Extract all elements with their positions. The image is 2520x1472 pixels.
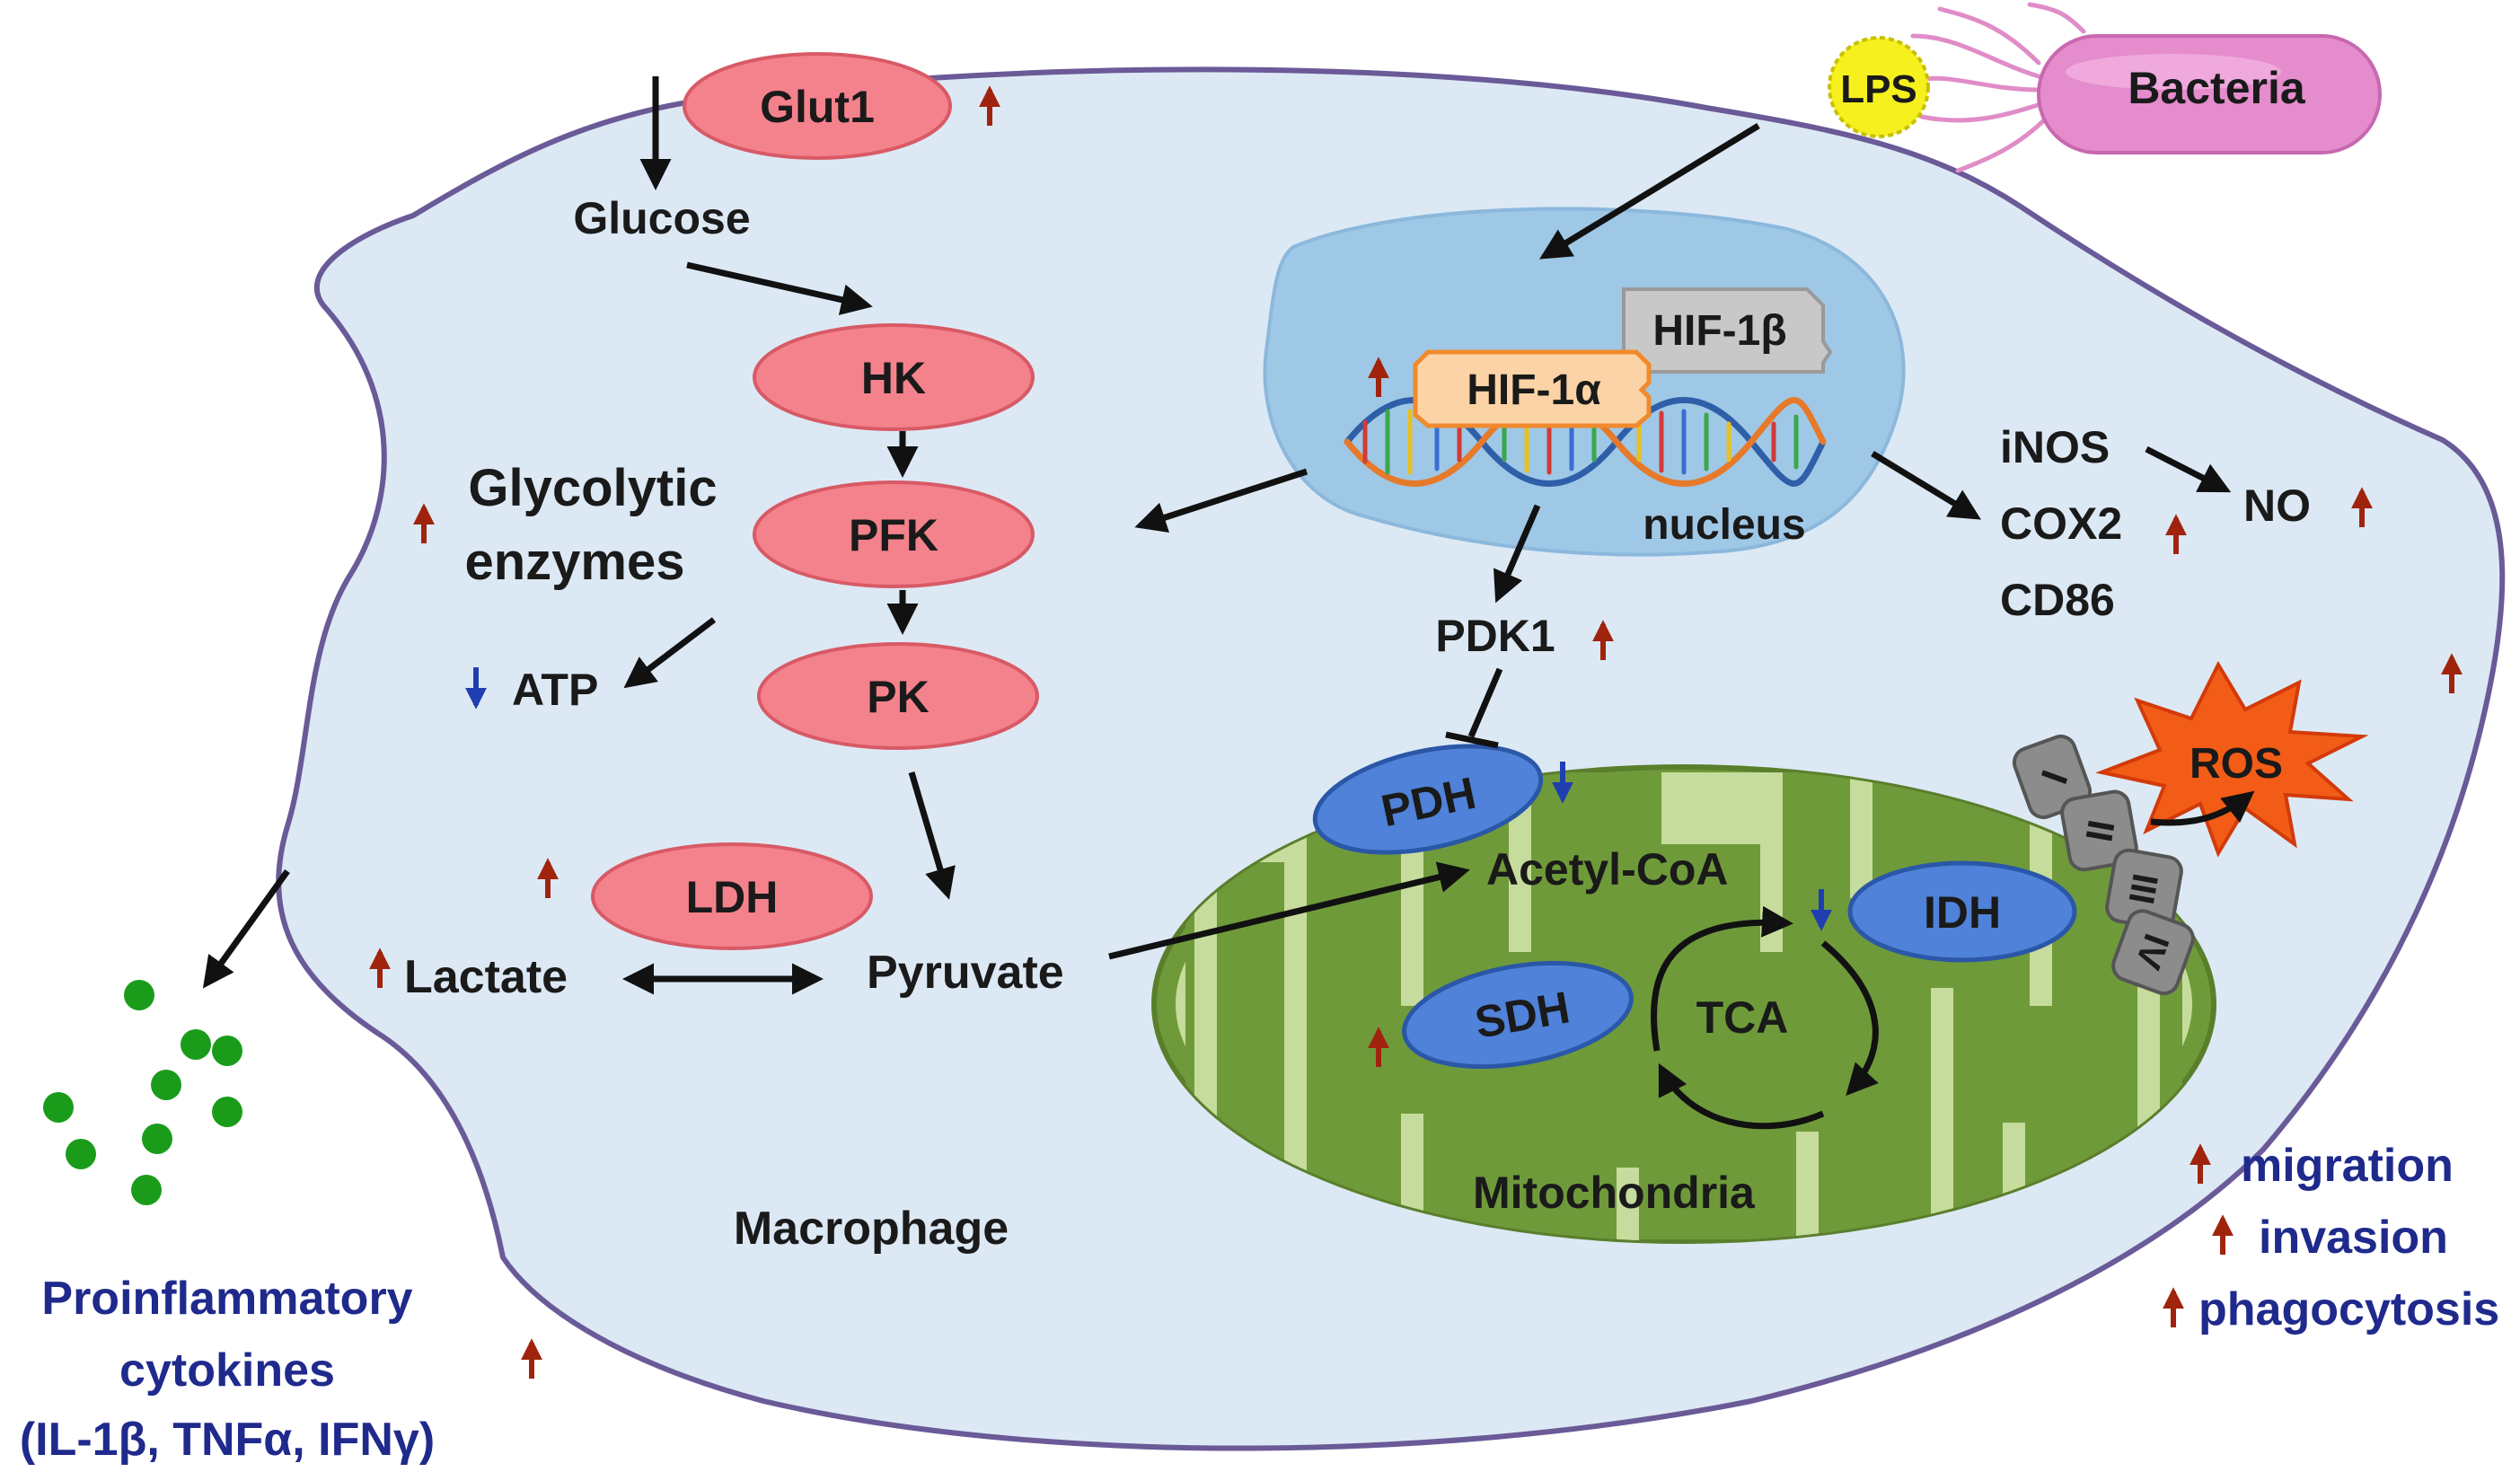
mitochondria-label: Mitochondria <box>1473 1168 1756 1218</box>
hk-node <box>753 323 1035 431</box>
lactate-label: Lactate <box>404 951 568 1003</box>
pathway-arrows <box>202 76 2255 995</box>
glycolytic-label-line2: enzymes <box>464 533 684 591</box>
pk-node <box>757 642 1039 750</box>
migration-label: migration <box>2241 1140 2454 1192</box>
cytokines-label-line3: (IL-1β, TNFα, IFNγ) <box>20 1414 435 1466</box>
ldh-node <box>591 842 873 950</box>
pk-label: PK <box>867 672 929 722</box>
hif1b-box <box>1622 287 1833 374</box>
nucleus-label: nucleus <box>1643 501 1805 549</box>
cytokines-label-line2: cytokines <box>119 1344 335 1397</box>
ldh-label: LDH <box>686 872 779 922</box>
hif1b-label: HIF-1β <box>1652 307 1786 355</box>
sdh-node <box>1402 960 1634 1070</box>
pyruvate-label: Pyruvate <box>867 947 1064 999</box>
hif1a-label: HIF-1α <box>1467 366 1601 414</box>
tca-label: TCA <box>1696 992 1789 1043</box>
no-label: NO <box>2243 480 2311 531</box>
lps-label: LPS <box>1840 67 1917 111</box>
glut1-node <box>683 52 952 160</box>
complex-3-label: III <box>2120 870 2164 906</box>
glucose-label: Glucose <box>573 193 750 243</box>
lps-node <box>1828 36 1930 138</box>
pfk-node <box>753 480 1035 588</box>
glycolytic-label-line1: Glycolytic <box>468 459 717 517</box>
electron-transport-chain: I II III IV <box>2012 734 2195 996</box>
cox2-label: COX2 <box>2000 498 2122 549</box>
hk-label: HK <box>861 353 926 403</box>
atp-label: ATP <box>512 665 598 715</box>
down-arrow-icons <box>465 667 1832 931</box>
acetyl-coa-label: Acetyl-CoA <box>1486 844 1728 895</box>
pdh-node <box>1312 744 1544 855</box>
up-arrow-icons <box>369 85 2463 1379</box>
bacteria-label: Bacteria <box>2128 63 2306 113</box>
inos-label: iNOS <box>2000 422 2110 472</box>
pfk-label: PFK <box>849 510 938 560</box>
tca-cycle <box>1651 905 1879 1130</box>
idh-label: IDH <box>1924 887 2001 938</box>
hif1a-box <box>1413 349 1652 428</box>
pdk1-label: PDK1 <box>1435 611 1555 661</box>
ros-label: ROS <box>2190 740 2283 788</box>
cd86-label: CD86 <box>2000 575 2115 625</box>
phagocytosis-label: phagocytosis <box>2198 1283 2499 1335</box>
idh-node <box>1847 860 2077 963</box>
cytokine-dots <box>43 980 242 1205</box>
cytokines-label-line1: Proinflammatory <box>41 1273 412 1325</box>
macrophage-label: Macrophage <box>734 1203 1009 1255</box>
glut1-label: Glut1 <box>760 82 875 132</box>
invasion-label: invasion <box>2259 1212 2448 1264</box>
bacteria-icon <box>1910 2 2382 173</box>
